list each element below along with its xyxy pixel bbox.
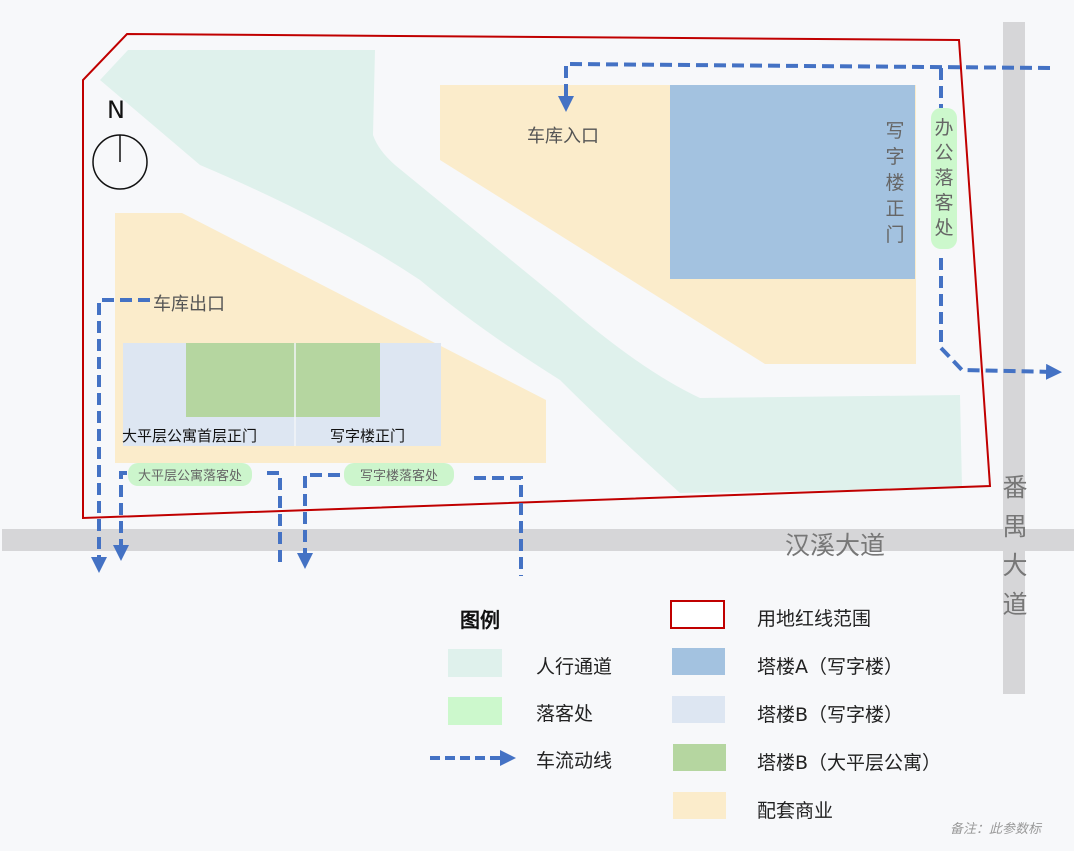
tower-a-office	[670, 85, 915, 279]
walkway-area	[100, 50, 962, 493]
legend-label-tower-b-apartment: 塔楼B（大平层公寓）	[757, 752, 942, 774]
office-b-dropoff-label: 写字楼落客处	[344, 463, 455, 486]
tower-b-apartment	[186, 343, 380, 417]
apartment-main-door-label: 大平层公寓首层正门	[122, 427, 258, 445]
legend-label-commercial: 配套商业	[757, 800, 834, 822]
tower-a-main-door-label: 写字楼正门	[885, 120, 905, 246]
road-panyu-label: 番禺大道	[1002, 473, 1028, 619]
garage-exit-label: 车库出口	[153, 294, 225, 315]
legend-swatches	[430, 600, 726, 819]
office-b-main-door-label: 写字楼正门	[330, 427, 406, 445]
road-hanxi-label: 汉溪大道	[785, 531, 886, 560]
legend-label-traffic-flow: 车流动线	[536, 750, 613, 772]
road-panyu	[1003, 22, 1025, 694]
compass-north-label: N	[107, 96, 125, 124]
garage-entrance-label: 车库入口	[527, 126, 599, 147]
legend-label-dropoff: 落客处	[536, 703, 594, 725]
legend-label-site-boundary: 用地红线范围	[757, 608, 872, 630]
legend-label-tower-b-office: 塔楼B（写字楼）	[757, 704, 904, 726]
legend-label-walkway: 人行通道	[536, 656, 613, 678]
legend-label-tower-a: 塔楼A（写字楼）	[757, 656, 903, 678]
road-hanxi	[2, 529, 1074, 551]
footnote: 备注：此参数标	[950, 822, 1042, 837]
site-boundary	[82, 32, 992, 520]
legend-title: 图例	[460, 608, 500, 632]
office-dropoff-label: 办公落客处	[931, 108, 957, 249]
apartment-dropoff-label: 大平层公寓落客处	[128, 463, 253, 486]
traffic-flow-lines	[91, 61, 1062, 576]
